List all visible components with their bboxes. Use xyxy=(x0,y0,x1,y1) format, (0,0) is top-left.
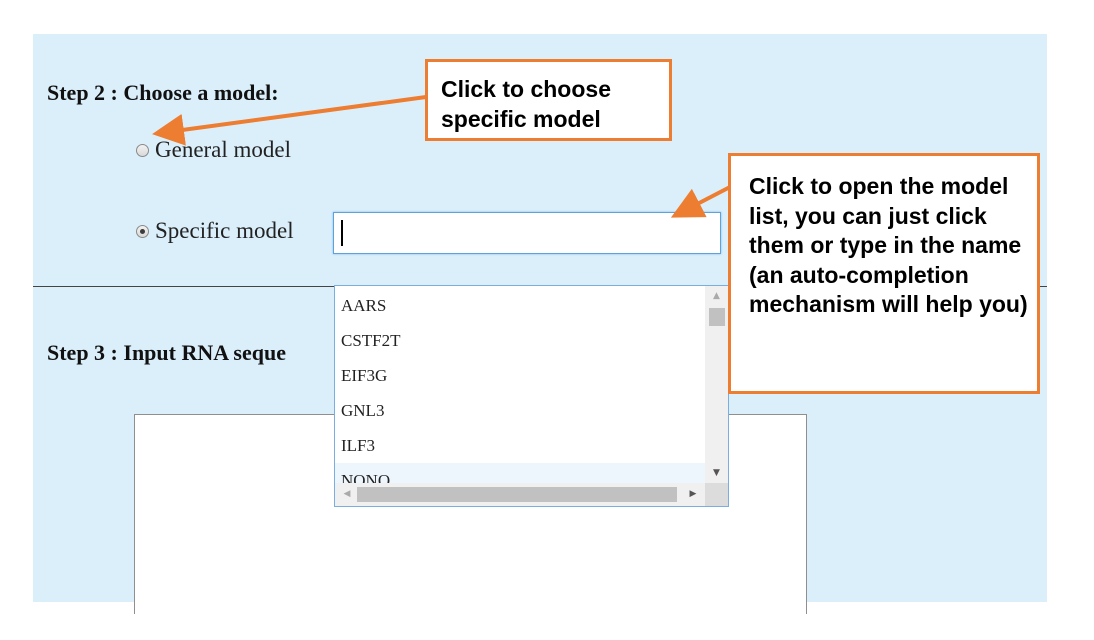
scroll-right-arrow-icon[interactable]: ▶ xyxy=(689,489,697,499)
callout-choose-specific: Click to choose specific model xyxy=(425,59,672,141)
model-dropdown-list[interactable]: AARS CSTF2T EIF3G GNL3 ILF3 NONO ▲ ▼ ◀ ▶ xyxy=(334,285,729,507)
vertical-scrollbar[interactable]: ▲ ▼ xyxy=(705,286,728,483)
model-name-input[interactable] xyxy=(333,212,721,254)
general-model-label[interactable]: General model xyxy=(155,137,292,162)
model-option-cstf2t[interactable]: CSTF2T xyxy=(341,331,401,350)
specific-model-option[interactable]: Specific model xyxy=(136,218,294,244)
specific-model-label[interactable]: Specific model xyxy=(155,218,294,243)
scroll-left-arrow-icon[interactable]: ◀ xyxy=(343,489,351,499)
model-option-aars[interactable]: AARS xyxy=(341,296,387,315)
horizontal-scrollbar[interactable]: ◀ ▶ xyxy=(335,483,705,506)
callout-open-list: Click to open the model list, you can ju… xyxy=(728,153,1040,394)
scroll-down-arrow-icon[interactable]: ▼ xyxy=(713,468,720,478)
model-option-ilf3[interactable]: ILF3 xyxy=(341,436,375,455)
specific-model-radio[interactable] xyxy=(136,224,149,238)
model-option-gnl3[interactable]: GNL3 xyxy=(341,401,385,420)
horizontal-scroll-thumb[interactable] xyxy=(357,487,677,502)
general-model-radio[interactable] xyxy=(136,143,149,157)
vertical-scroll-thumb[interactable] xyxy=(709,308,725,326)
step2-title: Step 2 : Choose a model: xyxy=(47,80,279,105)
general-model-option[interactable]: General model xyxy=(136,137,291,163)
model-options: AARS CSTF2T EIF3G GNL3 ILF3 NONO xyxy=(335,286,705,498)
scrollbar-corner xyxy=(705,483,728,506)
scroll-up-arrow-icon[interactable]: ▲ xyxy=(713,291,720,301)
model-option-eif3g[interactable]: EIF3G xyxy=(341,366,388,385)
text-caret xyxy=(341,220,343,246)
step3-title: Step 3 : Input RNA seque xyxy=(47,340,286,365)
